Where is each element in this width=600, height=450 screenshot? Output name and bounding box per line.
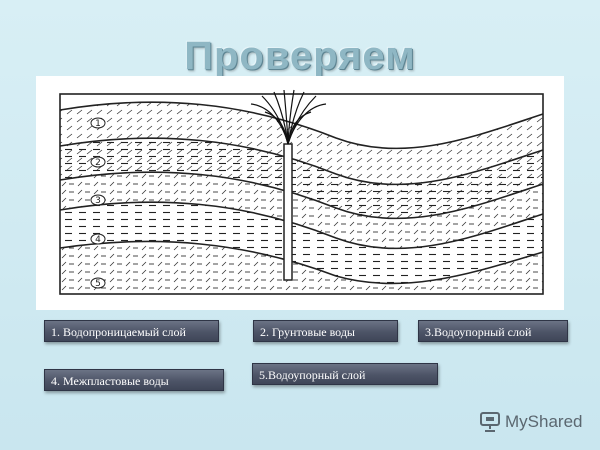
boundary-4 xyxy=(59,201,544,250)
label-impermeable-layer-3[interactable]: 3.Водоупорный слой xyxy=(418,320,568,342)
slide-title: Проверяем xyxy=(184,34,416,78)
boundary-3 xyxy=(59,171,544,220)
myshared-watermark[interactable]: MyShared xyxy=(479,409,582,435)
layer-3 xyxy=(60,172,543,249)
layers-svg: 1 2 3 4 5 xyxy=(59,89,544,295)
label-interstratal-water[interactable]: 4. Межпластовые воды xyxy=(44,369,224,391)
layer-4 xyxy=(60,202,543,284)
well-pipe xyxy=(283,143,293,281)
fountain-jets xyxy=(250,89,327,145)
groundwater-diagram: 1 2 3 4 5 xyxy=(36,76,564,310)
diagram-frame xyxy=(59,93,544,295)
brand-text: MyShared xyxy=(505,412,583,431)
layer-5 xyxy=(60,241,543,294)
label-impermeable-layer-5[interactable]: 5.Водоупорный слой xyxy=(252,363,438,385)
boundary-2 xyxy=(59,137,544,186)
label-permeable-layer[interactable]: 1. Водопроницаемый слой xyxy=(44,320,219,342)
boundary-5 xyxy=(59,240,544,285)
label-ground-water[interactable]: 2. Грунтовые воды xyxy=(253,320,398,342)
layer-2 xyxy=(60,138,543,219)
layer-number-2: 2 xyxy=(95,158,101,168)
layer-number-markers: 1 2 3 4 5 xyxy=(90,117,106,289)
presentation-icon xyxy=(480,412,500,432)
layer-number-5: 5 xyxy=(95,279,101,289)
layer-number-3: 3 xyxy=(95,196,101,206)
layer-number-1: 1 xyxy=(95,119,101,129)
layer-number-4: 4 xyxy=(95,235,101,245)
boundary-1 xyxy=(59,101,544,150)
